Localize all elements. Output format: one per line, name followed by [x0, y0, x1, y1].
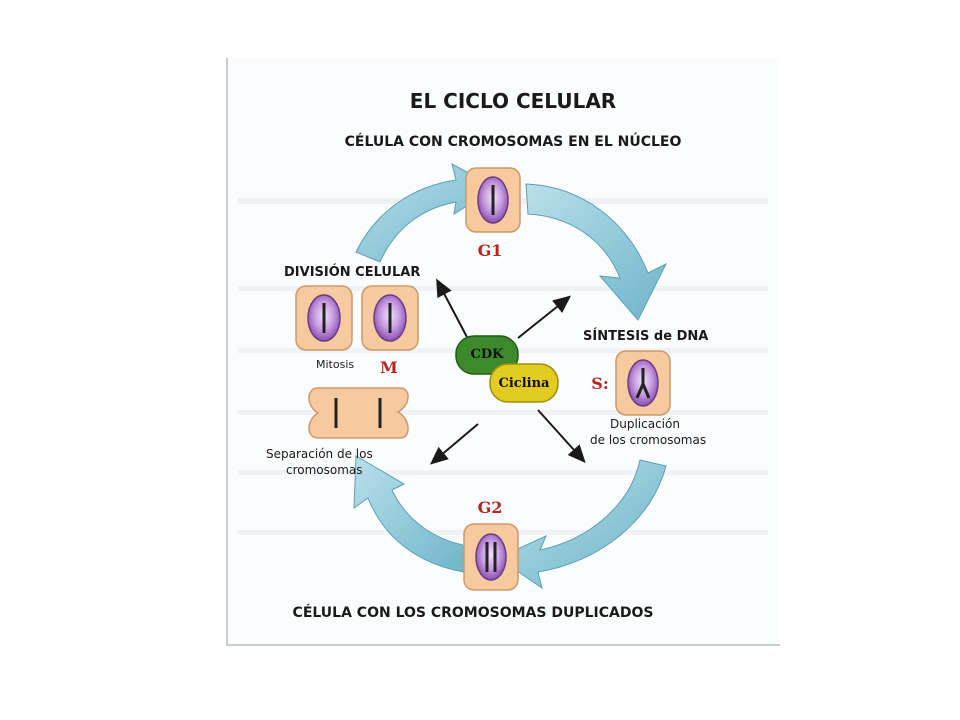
label-synthesis: SÍNTESIS de DNA: [583, 328, 708, 344]
chromosome-s: [635, 368, 651, 399]
phase-label-g1: G1: [478, 241, 503, 260]
cell-m-right: [361, 285, 419, 351]
cell-m-left: [295, 285, 353, 351]
arrow-s-to-g2: [496, 459, 667, 590]
diagram-panel: EL CICLO CELULAR CÉLULA CON CROMOSOMAS E…: [226, 58, 780, 646]
label-separation-2: cromosomas: [286, 463, 363, 477]
cell-cycle-diagram: EL CICLO CELULAR CÉLULA CON CROMOSOMAS E…: [238, 89, 768, 621]
cycle-arrows: [353, 163, 668, 590]
cyclin-label: Ciclina: [499, 376, 551, 391]
arrow-g2-to-m: [353, 455, 469, 573]
label-separation-1: Separación de los: [266, 447, 373, 461]
phase-label-m: M: [380, 358, 398, 377]
label-duplication-2: de los cromosomas: [590, 433, 706, 447]
label-mitosis: Mitosis: [316, 358, 354, 371]
cyclin-protein: Ciclina: [489, 363, 559, 403]
arrow-g1-to-s: [525, 183, 668, 321]
top-caption: CÉLULA CON CROMOSOMAS EN EL NÚCLEO: [345, 132, 682, 150]
label-duplication-1: Duplicación: [610, 417, 680, 431]
arrow-to-separation: [429, 423, 479, 465]
cell-s: [615, 350, 671, 416]
phase-label-g2: G2: [478, 498, 503, 517]
arrow-to-duplication: [537, 409, 586, 463]
diagram-title: EL CICLO CELULAR: [410, 89, 616, 113]
phase-label-s: S:: [591, 374, 608, 393]
cell-g2: [463, 523, 519, 591]
label-division: DIVISIÓN CELULAR: [284, 264, 420, 280]
cell-g1: [465, 167, 521, 233]
cdk-label: CDK: [471, 347, 505, 362]
cell-dividing: [308, 387, 409, 439]
bottom-caption: CÉLULA CON LOS CROMOSOMAS DUPLICADOS: [293, 604, 654, 621]
arrow-to-synthesis: [517, 295, 572, 339]
